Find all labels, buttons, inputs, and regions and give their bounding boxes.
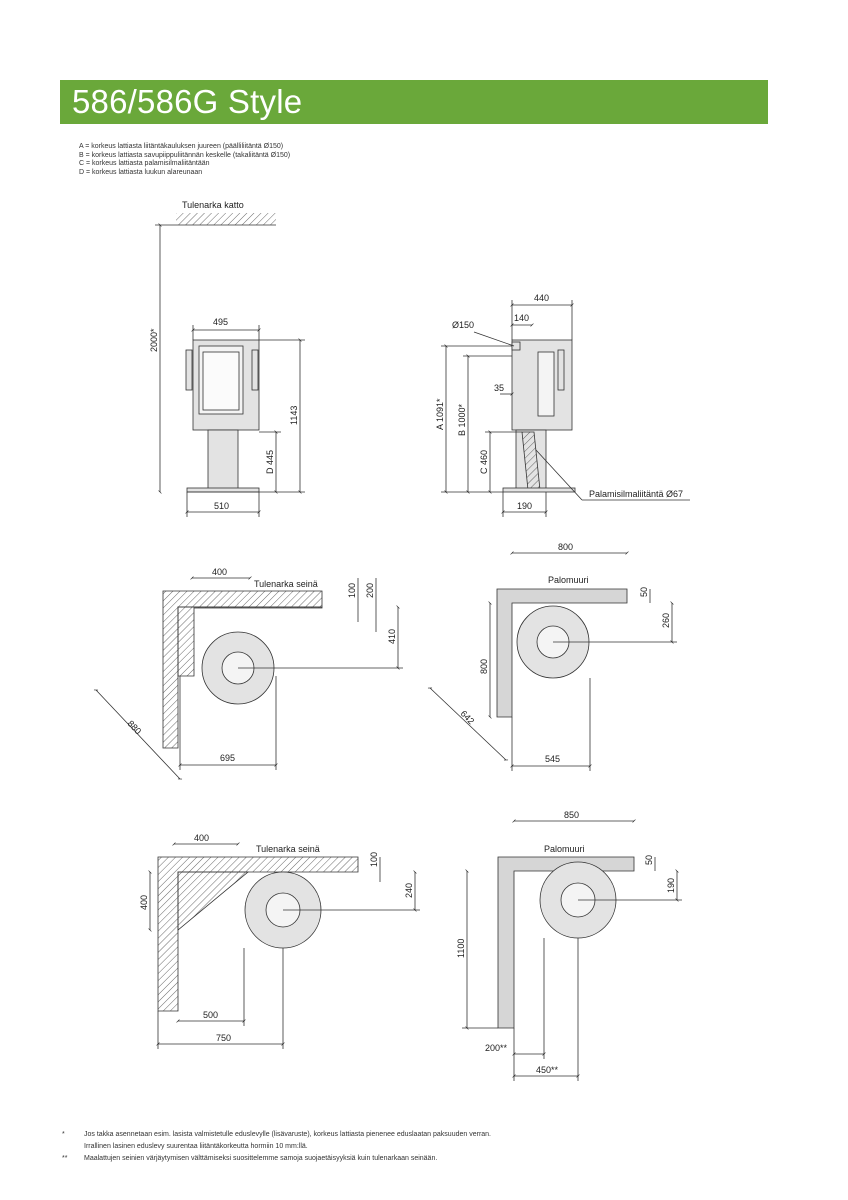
dim-ceiling-height: 2000* xyxy=(149,328,159,352)
dim-wf-190: 190 xyxy=(666,878,676,893)
front-view: Tulenarka katto 495 2000* 1143 D 445 xyxy=(149,200,305,517)
side-base xyxy=(502,487,576,493)
dim-wc-400-side: 400 xyxy=(139,895,149,910)
legend-item-a: A = korkeus lattiasta liitäntäkauluksen … xyxy=(79,143,284,150)
footnote-1: * Jos takka asennetaan esim. lasista val… xyxy=(62,1129,802,1141)
side-view: 440 140 Ø150 35 A 1091* B 1000* C 460 19… xyxy=(435,293,690,517)
wall-firewall: Palomuuri 850 50 190 1100 200** 450** xyxy=(456,810,682,1081)
wall-label-wall-f: Palomuuri xyxy=(544,844,585,854)
dim-cc-400: 400 xyxy=(212,567,227,577)
page-title: 586/586G Style xyxy=(72,83,303,120)
dim-wf-450: 450** xyxy=(536,1065,559,1075)
dim-cc-695: 695 xyxy=(220,753,235,763)
footnote-text: Jos takka asennetaan esim. lasista valmi… xyxy=(84,1131,492,1138)
dim-side-c: C 460 xyxy=(479,450,489,474)
dim-door-height: D 445 xyxy=(265,450,275,474)
dim-cc-880: 880 xyxy=(126,718,144,736)
dim-wc-750: 750 xyxy=(216,1033,231,1043)
dim-cf-800-top: 800 xyxy=(558,542,573,552)
dim-side-base: 190 xyxy=(517,501,532,511)
ceiling-hatch xyxy=(176,213,276,225)
footnote-2: Irrallinen lasinen eduslevy suurentaa li… xyxy=(62,1141,802,1153)
dim-side-b: B 1000* xyxy=(457,403,467,436)
dim-cc-100: 100 xyxy=(347,583,357,598)
dim-front-width: 495 xyxy=(213,317,228,327)
wall-label-corner-c: Tulenarka seinä xyxy=(254,579,318,589)
footnotes: * Jos takka asennetaan esim. lasista val… xyxy=(62,1129,802,1165)
footnote-mark: * xyxy=(62,1131,65,1138)
dim-wc-500: 500 xyxy=(203,1010,218,1020)
wall-label-corner-f: Palomuuri xyxy=(548,575,589,585)
dim-wf-50: 50 xyxy=(644,855,654,865)
footnote-text: Maalattujen seinien värjäytymisen välttä… xyxy=(84,1155,438,1162)
corner-insulation xyxy=(177,606,323,677)
legend: A = korkeus lattiasta liitäntäkauluksen … xyxy=(79,143,290,177)
dim-cf-800-side: 800 xyxy=(479,659,489,674)
footnote-text: Irrallinen lasinen eduslevy suurentaa li… xyxy=(84,1143,308,1150)
wall-label-wall-c: Tulenarka seinä xyxy=(256,844,320,854)
legend-item-c: C = korkeus lattiasta palamisilmaliitänt… xyxy=(79,160,210,168)
footnote-mark: ** xyxy=(62,1155,68,1162)
ceiling-label: Tulenarka katto xyxy=(182,200,244,210)
dim-side-offset: 140 xyxy=(514,313,529,323)
stove-pedestal xyxy=(207,429,239,491)
wall-c-shield xyxy=(177,871,250,931)
dim-side-flue: Ø150 xyxy=(452,320,474,330)
dim-wf-200: 200** xyxy=(485,1043,508,1053)
dim-wf-1100: 1100 xyxy=(456,939,466,958)
dim-front-base: 510 xyxy=(214,501,229,511)
legend-item-b: B = korkeus lattiasta savupiippuliitännä… xyxy=(79,151,291,159)
air-intake-label: Palamisilmaliitäntä Ø67 xyxy=(589,489,683,499)
dim-wf-850: 850 xyxy=(564,810,579,820)
dim-cc-410: 410 xyxy=(387,629,397,644)
dim-cf-50: 50 xyxy=(639,587,649,597)
wall-combustible: Tulenarka seinä 400 100 240 400 500 750 xyxy=(139,833,420,1049)
dim-cc-200: 200 xyxy=(365,583,375,598)
dim-cf-642: 642 xyxy=(459,708,477,726)
dim-side-35: 35 xyxy=(494,383,504,393)
dim-front-height: 1143 xyxy=(289,406,299,425)
footnote-3: ** Maalattujen seinien värjäytymisen väl… xyxy=(62,1153,802,1165)
corner-firewall: Palomuuri 800 50 260 800 642 545 xyxy=(427,542,677,771)
dim-side-depth: 440 xyxy=(534,293,549,303)
dim-wc-100: 100 xyxy=(369,852,379,867)
legend-item-d: D = korkeus lattiasta luukun alareunaan xyxy=(79,168,203,176)
stove-glass xyxy=(202,351,240,411)
dim-side-a: A 1091* xyxy=(435,398,445,430)
title-banner: 586/586G Style xyxy=(60,80,768,124)
corner-combustible: Tulenarka seinä 400 100 200 410 880 695 xyxy=(93,567,403,780)
dim-cf-545: 545 xyxy=(545,754,560,764)
dim-cf-260: 260 xyxy=(661,613,671,628)
stove-base xyxy=(186,487,260,493)
dim-wc-240: 240 xyxy=(404,883,414,898)
dim-wc-400-top: 400 xyxy=(194,833,209,843)
